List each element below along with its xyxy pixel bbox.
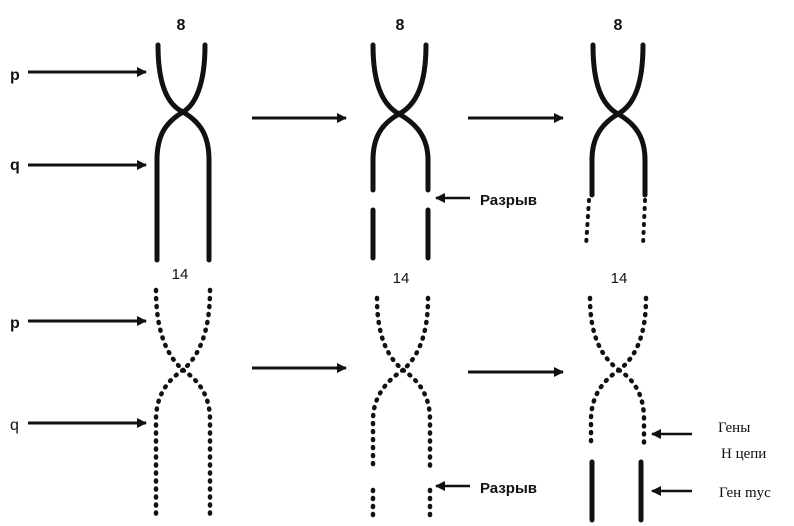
myc-gene-label: Ген myc bbox=[719, 485, 771, 501]
chromosome-14-segment-on-8 bbox=[586, 200, 645, 246]
break-label-bottom: Разрыв bbox=[480, 480, 537, 497]
chromosome-14-translocated bbox=[590, 298, 646, 448]
arm-p-label-bottom: p bbox=[10, 315, 20, 332]
chromosome-8-label-2: 8 bbox=[396, 17, 405, 34]
chromosome-14-break bbox=[373, 298, 430, 522]
top-row: 8 8 8 p q Разрыв bbox=[10, 17, 645, 260]
chromosome-8-break bbox=[373, 45, 428, 258]
arm-q-label-top: q bbox=[10, 157, 20, 174]
chromosome-14-label-2: 14 bbox=[393, 270, 410, 287]
bottom-row: 14 14 14 p q Разрыв bbox=[10, 266, 771, 522]
chromosome-8-label-3: 8 bbox=[614, 17, 623, 34]
arm-q-label-bottom: q bbox=[10, 417, 19, 434]
break-label-top: Разрыв bbox=[480, 192, 537, 209]
chromosome-14-label-3: 14 bbox=[611, 270, 628, 287]
genes-h-chain-label-line1: Гены bbox=[718, 420, 750, 436]
myc-gene-segment bbox=[592, 462, 641, 520]
chromosome-8-intact bbox=[157, 45, 209, 260]
chromosome-8-translocated bbox=[592, 45, 645, 195]
chromosome-14-label-1: 14 bbox=[172, 266, 189, 283]
arm-p-label-top: p bbox=[10, 67, 20, 84]
chromosome-14-intact bbox=[156, 290, 210, 520]
genes-h-chain-label-line2: H цепи bbox=[721, 446, 766, 462]
chromosome-8-label-1: 8 bbox=[177, 17, 186, 34]
